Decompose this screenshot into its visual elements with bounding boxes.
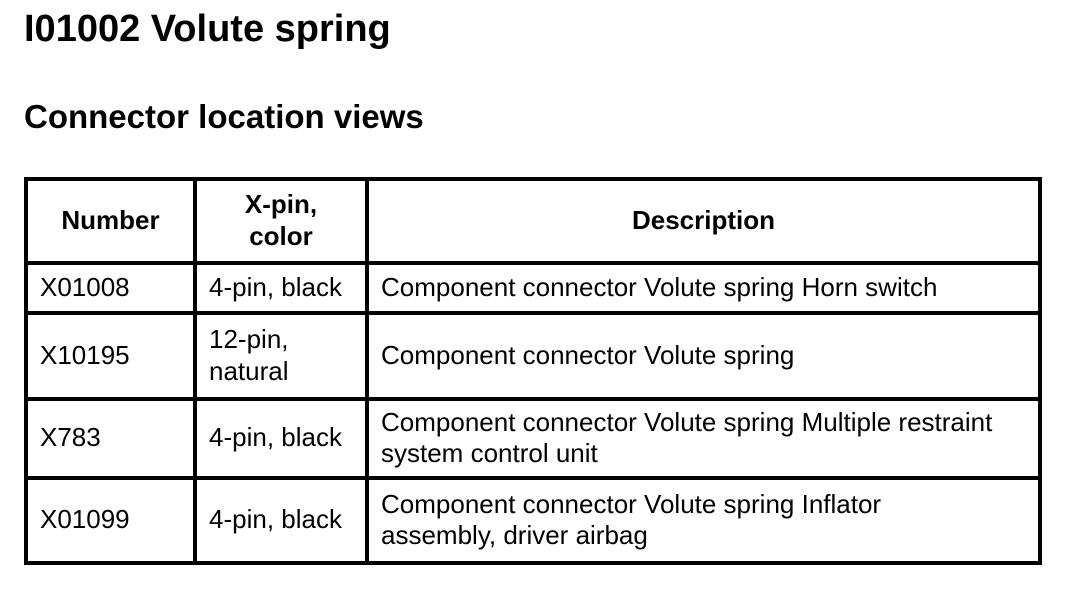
header-row: Number X-pin, color Description bbox=[24, 176, 1042, 265]
connector-number-cell: X10195 bbox=[24, 310, 197, 401]
connector-number-cell: X783 bbox=[24, 396, 197, 480]
description-cell: Component connector Volute spring Multip… bbox=[365, 396, 1042, 480]
connector-number-cell: X01008 bbox=[24, 260, 197, 315]
pin-color-cell: 4-pin, black bbox=[193, 475, 369, 565]
description-cell: Component connector Volute spring bbox=[365, 310, 1042, 401]
pin-color-cell: 12-pin, natural bbox=[193, 310, 369, 401]
pin-color-cell: 4-pin, black bbox=[193, 260, 369, 315]
pin-color-cell: 4-pin, black bbox=[193, 396, 369, 480]
section-heading-connector-location-views: Connector location views bbox=[24, 97, 424, 135]
description-cell: Component connector Volute spring Inflat… bbox=[365, 475, 1042, 565]
connector-table-body: X01008 4-pin, black Component connector … bbox=[24, 260, 1042, 565]
table-row: X10195 12-pin, natural Component connect… bbox=[24, 310, 1042, 401]
connector-number-cell: X01099 bbox=[24, 475, 197, 565]
column-header-description: Description bbox=[365, 176, 1042, 265]
description-cell: Component connector Volute spring Horn s… bbox=[365, 260, 1042, 315]
table-row: X783 4-pin, black Component connector Vo… bbox=[24, 396, 1042, 480]
connector-table-header: Number X-pin, color Description bbox=[24, 176, 1042, 265]
column-header-pin-color: X-pin, color bbox=[193, 176, 369, 265]
table-row: X01008 4-pin, black Component connector … bbox=[24, 260, 1042, 315]
column-header-number: Number bbox=[24, 176, 197, 265]
page-title: I01002 Volute spring bbox=[24, 8, 391, 50]
table-row: X01099 4-pin, black Component connector … bbox=[24, 475, 1042, 565]
connector-table: Number X-pin, color Description X01008 4… bbox=[24, 176, 1042, 565]
